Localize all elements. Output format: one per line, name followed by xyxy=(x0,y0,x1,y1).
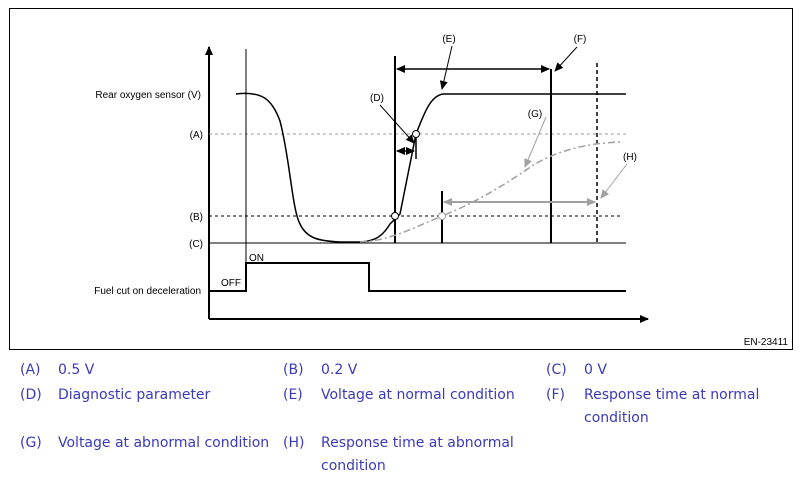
legend-text: 0.2 V xyxy=(321,362,358,378)
signal-label: Rear oxygen sensor (V) xyxy=(95,90,201,101)
normal-voltage-curve xyxy=(235,92,626,243)
legend-text: Diagnostic parameter xyxy=(58,387,211,403)
leader-e xyxy=(439,45,453,90)
normal-crossing-b xyxy=(391,212,399,220)
legend-item-f: (F) Response time at normal condition xyxy=(546,384,786,434)
leader-f xyxy=(554,46,578,72)
figure-id: EN-23411 xyxy=(744,337,789,348)
normal-crossing-a xyxy=(412,130,420,138)
fuel-cut-label: Fuel cut on deceleration xyxy=(94,286,201,297)
leader-d xyxy=(379,104,415,144)
marker-g-label: (G) xyxy=(528,109,542,120)
legend-item-h: (H) Response time at abnormal condition xyxy=(283,432,533,482)
legend: (A) 0.5 V (B) 0.2 V (C) 0 V (D) Diagnost… xyxy=(0,352,802,481)
legend-text: Voltage at normal condition xyxy=(321,387,515,403)
state-off-label: OFF xyxy=(221,278,241,289)
legend-key: (B) xyxy=(283,362,304,378)
marker-e-label: (E) xyxy=(442,34,455,45)
legend-text: Voltage at abnormal condition xyxy=(58,435,270,451)
legend-text: 0 V xyxy=(584,362,607,378)
state-on-label: ON xyxy=(249,253,264,264)
legend-key: (G) xyxy=(20,435,42,451)
legend-key: (D) xyxy=(20,387,42,403)
abnormal-crossing-b xyxy=(438,212,446,220)
diagram-canvas: Rear oxygen sensor (V) (A) (B) (C) Fuel … xyxy=(94,34,789,348)
fuel-cut-signal xyxy=(209,262,626,292)
leader-g xyxy=(524,116,547,168)
marker-h-label: (H) xyxy=(623,152,637,163)
level-b-label: (B) xyxy=(190,212,203,223)
legend-text: Response time at abnormal condition xyxy=(321,435,514,474)
legend-key: (A) xyxy=(20,362,41,378)
leader-h xyxy=(600,163,628,199)
legend-key: (E) xyxy=(283,387,303,403)
legend-text: 0.5 V xyxy=(58,362,95,378)
marker-d-label: (D) xyxy=(370,93,384,104)
marker-f-label: (F) xyxy=(574,34,587,45)
abnormal-voltage-curve xyxy=(359,141,622,243)
level-c-label: (C) xyxy=(189,239,203,250)
legend-key: (H) xyxy=(283,435,305,451)
legend-key: (F) xyxy=(546,387,565,403)
legend-key: (C) xyxy=(546,362,567,378)
timing-diagram: Rear oxygen sensor (V) (A) (B) (C) Fuel … xyxy=(9,8,793,350)
level-a-label: (A) xyxy=(190,130,203,141)
legend-text: Response time at normal condition xyxy=(584,387,760,426)
